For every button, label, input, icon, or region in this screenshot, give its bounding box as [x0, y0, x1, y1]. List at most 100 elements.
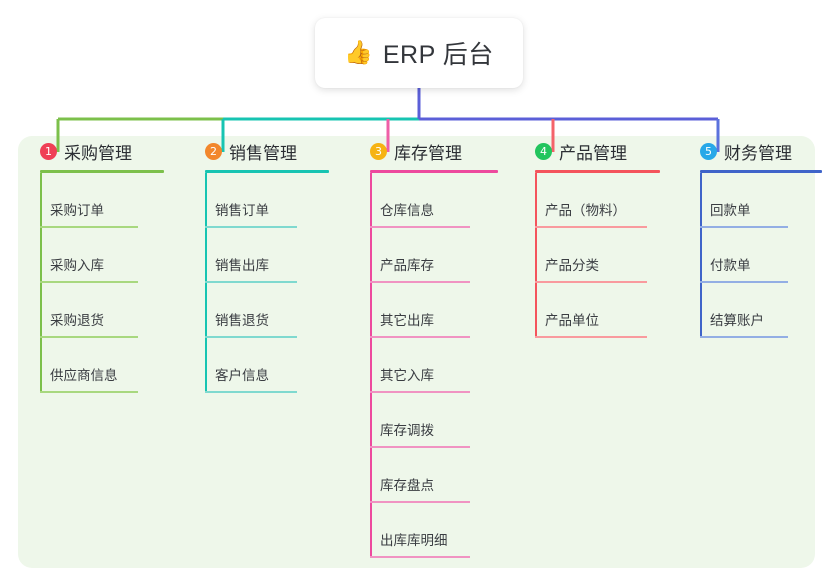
- column-header-finance[interactable]: 5 财务管理: [678, 136, 838, 166]
- list-item-rule: [40, 281, 138, 283]
- list-item[interactable]: 供应商信息: [18, 338, 193, 393]
- column-finance: 5 财务管理回款单付款单结算账户: [678, 136, 838, 338]
- list-item-label: 采购入库: [50, 258, 104, 273]
- column-rule-inventory: [370, 170, 498, 173]
- thumbs-up-icon: 👍: [344, 39, 373, 66]
- list-item[interactable]: 库存盘点: [348, 448, 523, 503]
- column-title-finance: 财务管理: [724, 143, 792, 163]
- list-item[interactable]: 销售退货: [183, 283, 358, 338]
- column-items-inventory: 仓库信息产品库存其它出库其它入库库存调拨库存盘点出库库明细: [348, 173, 523, 558]
- root-node[interactable]: 👍 ERP 后台: [315, 18, 523, 88]
- content-panel: [18, 136, 815, 568]
- list-item-rule: [700, 336, 788, 338]
- list-item[interactable]: 销售订单: [183, 173, 358, 228]
- column-spine-purchase: [40, 173, 42, 393]
- list-item-label: 产品（物料）: [545, 203, 626, 218]
- badge-product: 4: [535, 142, 552, 160]
- list-item[interactable]: 客户信息: [183, 338, 358, 393]
- list-item-label: 产品库存: [380, 258, 434, 273]
- column-sales: 2 销售管理销售订单销售出库销售退货客户信息: [183, 136, 358, 393]
- root-title: ERP 后台: [382, 41, 494, 69]
- column-rule-finance: [700, 170, 822, 173]
- list-item[interactable]: 其它入库: [348, 338, 523, 393]
- list-item-rule: [535, 226, 647, 228]
- column-items-finance: 回款单付款单结算账户: [678, 173, 838, 338]
- list-item-label: 库存盘点: [380, 478, 434, 493]
- list-item-rule: [700, 281, 788, 283]
- list-item-label: 付款单: [710, 258, 751, 273]
- list-item-rule: [205, 391, 297, 393]
- list-item-rule: [370, 391, 470, 393]
- column-spine-finance: [700, 173, 702, 338]
- list-item-rule: [370, 336, 470, 338]
- list-item-label: 产品分类: [545, 258, 599, 273]
- column-product: 4 产品管理产品（物料） 产品分类产品单位: [513, 136, 688, 338]
- list-item-label: 销售订单: [215, 203, 269, 218]
- list-item[interactable]: 采购退货: [18, 283, 193, 338]
- column-inventory: 3 库存管理仓库信息产品库存其它出库其它入库库存调拨库存盘点出库库明细: [348, 136, 523, 558]
- column-header-inventory[interactable]: 3 库存管理: [348, 136, 523, 166]
- list-item-label: 结算账户: [710, 313, 764, 328]
- list-item-rule: [205, 336, 297, 338]
- list-item-rule: [205, 281, 297, 283]
- column-items-product: 产品（物料） 产品分类产品单位: [513, 173, 688, 338]
- list-item-rule: [370, 501, 470, 503]
- column-rule-product: [535, 170, 660, 173]
- list-item[interactable]: 产品（物料）: [513, 173, 688, 228]
- list-item[interactable]: 仓库信息: [348, 173, 523, 228]
- list-item[interactable]: 其它出库: [348, 283, 523, 338]
- list-item[interactable]: 出库库明细: [348, 503, 523, 558]
- badge-inventory: 3: [370, 142, 387, 160]
- column-purchase: 1 采购管理采购订单采购入库采购退货供应商信息: [18, 136, 193, 393]
- badge-purchase: 1: [40, 142, 57, 160]
- list-item[interactable]: 采购订单: [18, 173, 193, 228]
- list-item-rule: [535, 281, 647, 283]
- badge-finance: 5: [700, 142, 717, 160]
- list-item-rule: [370, 446, 470, 448]
- column-header-product[interactable]: 4 产品管理: [513, 136, 688, 166]
- column-spine-sales: [205, 173, 207, 393]
- list-item-label: 客户信息: [215, 368, 269, 383]
- list-item-rule: [535, 336, 647, 338]
- list-item[interactable]: 库存调拨: [348, 393, 523, 448]
- column-items-sales: 销售订单销售出库销售退货客户信息: [183, 173, 358, 393]
- column-title-sales: 销售管理: [229, 143, 297, 163]
- badge-sales: 2: [205, 142, 222, 160]
- list-item-label: 供应商信息: [50, 368, 118, 383]
- list-item-rule: [40, 336, 138, 338]
- list-item-label: 仓库信息: [380, 203, 434, 218]
- list-item-rule: [370, 281, 470, 283]
- column-title-purchase: 采购管理: [64, 143, 132, 163]
- list-item[interactable]: 结算账户: [678, 283, 838, 338]
- list-item[interactable]: 采购入库: [18, 228, 193, 283]
- list-item-label: 回款单: [710, 203, 751, 218]
- list-item-label: 采购退货: [50, 313, 104, 328]
- column-rule-sales: [205, 170, 329, 173]
- list-item[interactable]: 回款单: [678, 173, 838, 228]
- column-title-inventory: 库存管理: [394, 143, 462, 163]
- list-item-label: 产品单位: [545, 313, 599, 328]
- column-items-purchase: 采购订单采购入库采购退货供应商信息: [18, 173, 193, 393]
- list-item[interactable]: 付款单: [678, 228, 838, 283]
- list-item-label: 其它入库: [380, 368, 434, 383]
- list-item[interactable]: 产品库存: [348, 228, 523, 283]
- list-item-rule: [370, 226, 470, 228]
- list-item[interactable]: 销售出库: [183, 228, 358, 283]
- column-title-product: 产品管理: [559, 143, 627, 163]
- column-spine-product: [535, 173, 537, 338]
- list-item-rule: [40, 226, 138, 228]
- list-item-rule: [370, 556, 470, 558]
- list-item[interactable]: 产品分类: [513, 228, 688, 283]
- list-item-label: 采购订单: [50, 203, 104, 218]
- list-item-label: 库存调拨: [380, 423, 434, 438]
- list-item-rule: [40, 391, 138, 393]
- column-container: 1 采购管理采购订单采购入库采购退货供应商信息 2 销售管理销售订单销售出库销售退货客…: [0, 136, 839, 568]
- column-header-purchase[interactable]: 1 采购管理: [18, 136, 193, 166]
- list-item-rule: [700, 226, 788, 228]
- list-item[interactable]: 产品单位: [513, 283, 688, 338]
- column-header-sales[interactable]: 2 销售管理: [183, 136, 358, 166]
- column-spine-inventory: [370, 173, 372, 558]
- list-item-label: 出库库明细: [380, 533, 448, 548]
- list-item-label: 销售退货: [215, 313, 269, 328]
- column-rule-purchase: [40, 170, 164, 173]
